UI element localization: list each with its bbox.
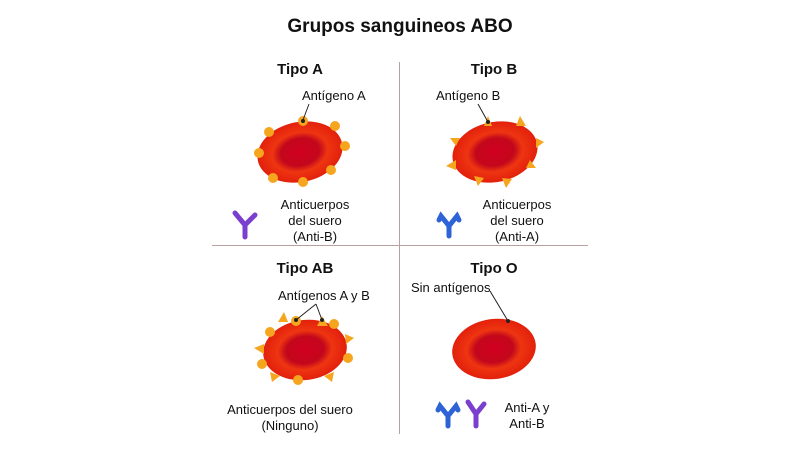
diagram-title: Grupos sanguineos ABO — [287, 16, 513, 37]
antigen-b-label: Antígeno B — [436, 88, 501, 103]
vertical-divider — [399, 62, 400, 434]
type-ab-title: Tipo AB — [276, 260, 334, 277]
type-o-title: Tipo O — [470, 260, 518, 277]
type-ab-antibody-label: Anticuerpos del suero (Ninguno) — [205, 402, 375, 434]
anti-a-and-anti-b-antibodies-icon — [435, 399, 487, 429]
antigen-ab-label: Antígenos A y B — [278, 288, 370, 303]
antigen-ab-markers — [254, 312, 354, 385]
type-o-antibody-line-1: Anti-A y — [504, 400, 550, 415]
type-ab-red-blood-cell — [254, 303, 354, 385]
type-a-red-blood-cell — [254, 103, 350, 187]
type-ab-antibody-line-2: (Ninguno) — [261, 418, 319, 433]
type-b-title: Tipo B — [470, 61, 518, 78]
type-a-antibody-line-1: Anticuerpos — [280, 197, 350, 212]
type-b-antibody-line-2: del suero — [490, 213, 544, 228]
type-a-antibody-line-3: (Anti-B) — [292, 229, 338, 244]
horizontal-divider — [212, 245, 588, 246]
anti-a-antibody-icon — [436, 211, 462, 239]
type-b-antibody-label: Anticuerpos del suero (Anti-A) — [467, 197, 567, 245]
type-a-antibody-line-2: del suero — [288, 213, 342, 228]
anti-b-antibody-icon — [232, 210, 258, 240]
no-antigen-label: Sin antígenos — [411, 280, 491, 295]
type-b-red-blood-cell — [446, 103, 544, 188]
type-a-antibody-label: Anticuerpos del suero (Anti-B) — [265, 197, 365, 245]
type-o-antibody-label: Anti-A y Anti-B — [492, 400, 562, 432]
antigen-a-label: Antígeno A — [302, 88, 366, 103]
type-o-antibody-line-2: Anti-B — [509, 416, 545, 431]
type-o-red-blood-cell — [452, 290, 536, 380]
antigen-a-markers — [254, 116, 350, 187]
type-a-title: Tipo A — [277, 61, 323, 78]
antigen-b-markers — [446, 116, 544, 188]
type-ab-antibody-line-1: Anticuerpos del suero — [227, 402, 353, 417]
type-b-antibody-line-1: Anticuerpos — [482, 197, 552, 212]
type-b-antibody-line-3: (Anti-A) — [494, 229, 540, 244]
